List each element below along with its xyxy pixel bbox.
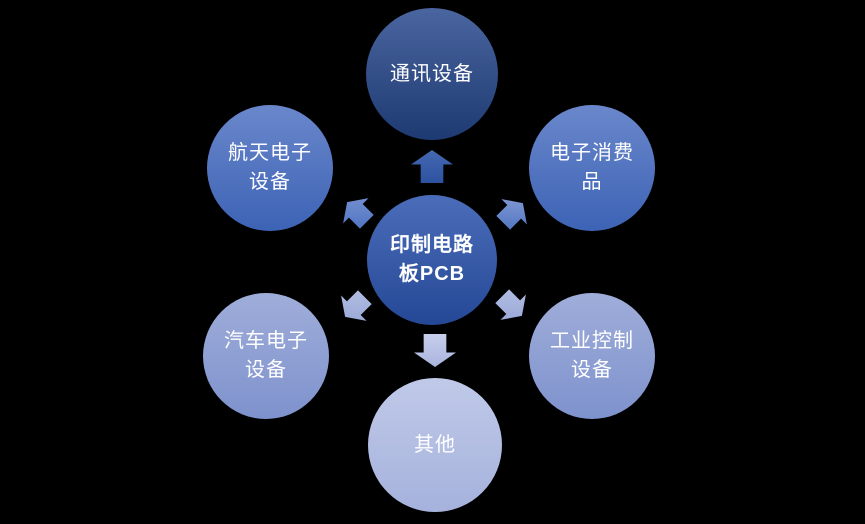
node-label: 电子消费 <box>550 142 634 164</box>
node-label: 通讯设备 <box>390 62 474 85</box>
center-node-pcb: 印制电路 板PCB <box>367 195 497 325</box>
node-automotive-electronics: 汽车电子 设备 <box>203 293 329 419</box>
arrow-up-icon <box>411 150 453 183</box>
node-aerospace-electronics: 航天电子 设备 <box>207 105 333 231</box>
node-label: 设备 <box>571 359 613 381</box>
node-label: 设备 <box>249 171 291 193</box>
node-label: 汽车电子 <box>224 330 308 352</box>
center-node-label: 印制电路 <box>390 234 474 256</box>
node-other: 其他 <box>368 378 502 512</box>
center-node-label: 板PCB <box>398 263 466 285</box>
arrow-up-right-icon <box>490 190 535 235</box>
node-label: 品 <box>581 171 603 193</box>
arrow-down-right-icon <box>489 283 534 328</box>
node-label: 工业控制 <box>550 330 634 352</box>
arrow-down-icon <box>414 334 456 367</box>
node-industrial-control: 工业控制 设备 <box>529 293 655 419</box>
node-label: 其他 <box>414 433 456 456</box>
node-communication-equipment: 通讯设备 <box>366 8 498 140</box>
node-consumer-electronics: 电子消费 品 <box>529 105 655 231</box>
node-label: 航天电子 <box>228 142 312 164</box>
arrow-up-left-icon <box>334 189 379 234</box>
arrow-down-left-icon <box>332 284 377 329</box>
node-label: 设备 <box>245 359 287 381</box>
